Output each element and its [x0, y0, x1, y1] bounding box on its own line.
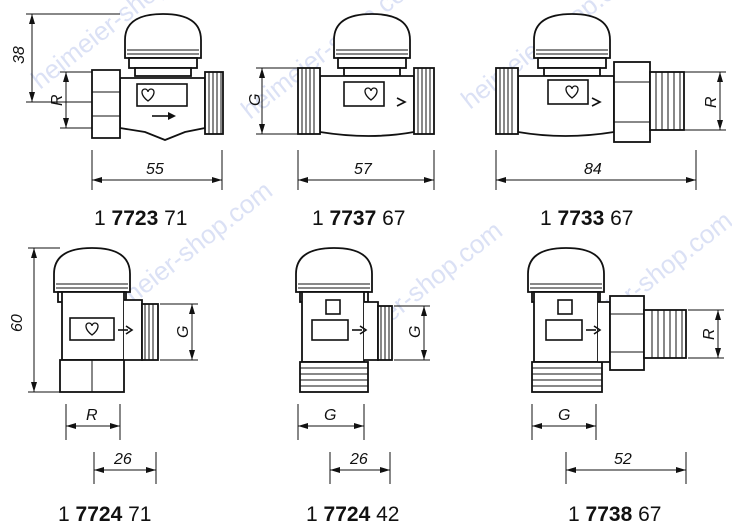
dim-bottom-connection-label: G [324, 407, 336, 424]
part-number-7733-67: 1 7733 67 [540, 207, 633, 231]
thread-lines [655, 72, 681, 130]
part-number-main: 7733 [557, 207, 605, 230]
dim-connection-label: G [247, 94, 264, 106]
part-number-main: 7737 [329, 207, 377, 230]
part-number-main: 7724 [323, 503, 371, 526]
thread-lines [417, 68, 431, 134]
valve-drawing-7723-71 [91, 13, 224, 141]
part-number-prefix: 1 [312, 207, 324, 230]
dimension-lines-7738-67: R G 52 [531, 309, 724, 484]
dim-length-label: 57 [354, 161, 373, 178]
dim-connection-label: R [703, 96, 720, 108]
part-number-7724-42: 1 7724 42 [306, 503, 399, 527]
valve-drawing-7737-67 [297, 13, 435, 137]
dimension-lines-7724-42: G G 26 [297, 305, 430, 484]
dim-bottom-connection-label: R [86, 407, 98, 424]
thread-lines [300, 367, 368, 387]
part-number-prefix: 1 [58, 503, 70, 526]
dim-length-label: 84 [584, 161, 602, 178]
dimension-lines-7724-71: 60 G R 26 [9, 247, 198, 484]
thread-lines [380, 306, 390, 360]
thread-lines [301, 68, 315, 134]
thread-lines [651, 310, 683, 358]
dim-connection-label: R [49, 94, 66, 106]
valve-drawing-7733-67 [495, 13, 685, 143]
dimension-lines-7737-67: G 57 [247, 67, 435, 190]
part-number-suffix: 71 [164, 207, 188, 230]
dim-height-label: 38 [11, 46, 28, 64]
dim-connection-label: R [701, 328, 718, 340]
thread-lines [532, 367, 602, 387]
part-number-suffix: 67 [610, 207, 634, 230]
valve-drawing-7724-71 [53, 247, 159, 393]
part-number-main: 7724 [75, 503, 123, 526]
part-number-main: 7723 [111, 207, 159, 230]
dim-length-label: 55 [146, 161, 164, 178]
thread-lines [144, 304, 154, 360]
thread-lines [499, 68, 513, 134]
part-number-prefix: 1 [94, 207, 106, 230]
part-number-7737-67: 1 7737 67 [312, 207, 405, 231]
part-number-7738-67: 1 7738 67 [568, 503, 661, 527]
thread-lines [208, 72, 222, 134]
dim-connection-label: G [175, 326, 192, 338]
valve-drawing-7724-42 [295, 247, 393, 393]
valve-drawing-7738-67 [527, 247, 687, 393]
dim-bottom-connection-label: G [558, 407, 570, 424]
part-number-suffix: 67 [382, 207, 406, 230]
dimension-lines-7733-67: R 84 [495, 71, 726, 190]
dim-connection-label: G [407, 326, 424, 338]
part-number-suffix: 42 [376, 503, 400, 526]
dim-offset-label: 26 [113, 451, 132, 468]
dim-offset-label: 26 [349, 451, 368, 468]
part-number-suffix: 67 [638, 503, 662, 526]
part-number-prefix: 1 [568, 503, 580, 526]
dim-offset-label: 52 [614, 451, 632, 468]
part-number-main: 7738 [585, 503, 633, 526]
dimension-lines-7723-71: 38 R 55 [11, 13, 223, 190]
part-number-suffix: 71 [128, 503, 152, 526]
dim-height-label: 60 [9, 314, 26, 332]
part-number-prefix: 1 [540, 207, 552, 230]
part-number-7723-71: 1 7723 71 [94, 207, 187, 231]
part-number-prefix: 1 [306, 503, 318, 526]
part-number-7724-71: 1 7724 71 [58, 503, 151, 527]
